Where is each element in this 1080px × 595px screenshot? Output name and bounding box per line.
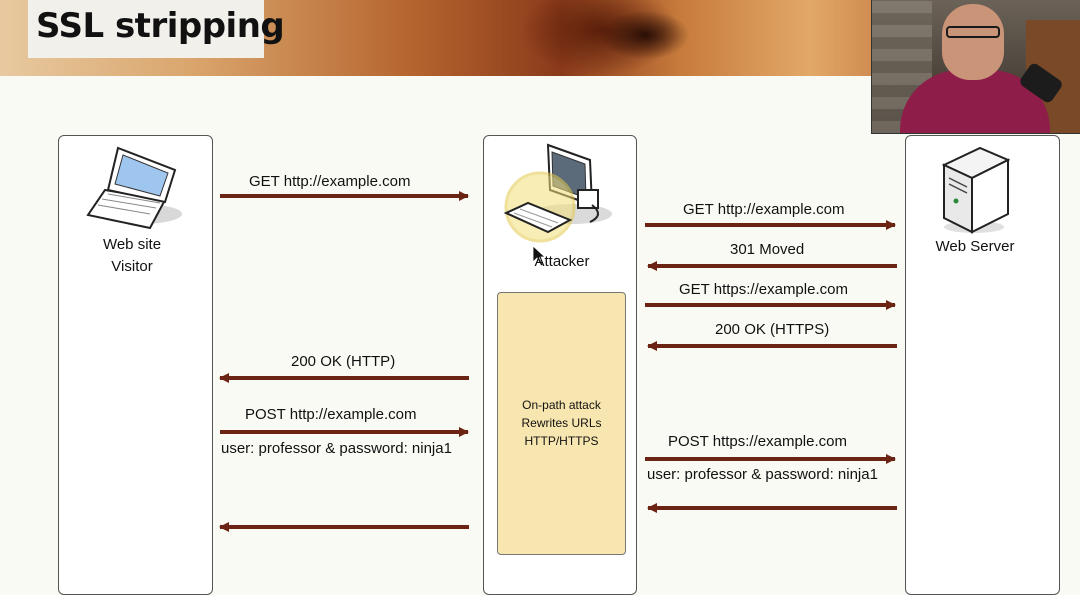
msg-200-https: 200 OK (HTTPS) xyxy=(715,321,830,338)
msg-post-http: POST http://example.com xyxy=(245,406,417,423)
title-box: SSL stripping xyxy=(28,0,285,58)
presenter-webcam xyxy=(871,0,1080,134)
slide-title: SSL stripping xyxy=(36,6,285,46)
proxy-label-line1: On-path attack xyxy=(522,398,601,412)
on-path-proxy-box xyxy=(497,292,626,555)
msg-post-http-credentials: user: professor & password: ninja1 xyxy=(221,440,452,457)
server-label: Web Server xyxy=(935,238,1015,255)
msg-200-http: 200 OK (HTTP) xyxy=(291,353,396,370)
proxy-label-line3: HTTP/HTTPS xyxy=(524,434,599,448)
msg-get-http-server: GET http://example.com xyxy=(683,201,845,218)
msg-post-https-credentials: user: professor & password: ninja1 xyxy=(647,466,878,483)
server-icon xyxy=(941,146,1011,234)
sequence-diagram xyxy=(86,143,1011,532)
proxy-label-line2: Rewrites URLs xyxy=(521,416,602,430)
msg-get-https: GET https://example.com xyxy=(679,281,848,298)
msg-get-http-visitor: GET http://example.com xyxy=(249,173,411,190)
msg-301-moved: 301 Moved xyxy=(730,241,805,258)
banner-texture-dark xyxy=(600,10,690,60)
visitor-label-line2: Visitor xyxy=(111,258,153,275)
laptop-icon xyxy=(86,146,182,230)
visitor-label-line1: Web site xyxy=(102,236,162,253)
msg-post-https: POST https://example.com xyxy=(668,433,847,450)
message-arrows xyxy=(219,191,897,532)
attacker-label: Attacker xyxy=(534,253,590,270)
visitor-label: Web site Visitor xyxy=(58,234,206,278)
desktop-computer-icon xyxy=(503,143,612,267)
